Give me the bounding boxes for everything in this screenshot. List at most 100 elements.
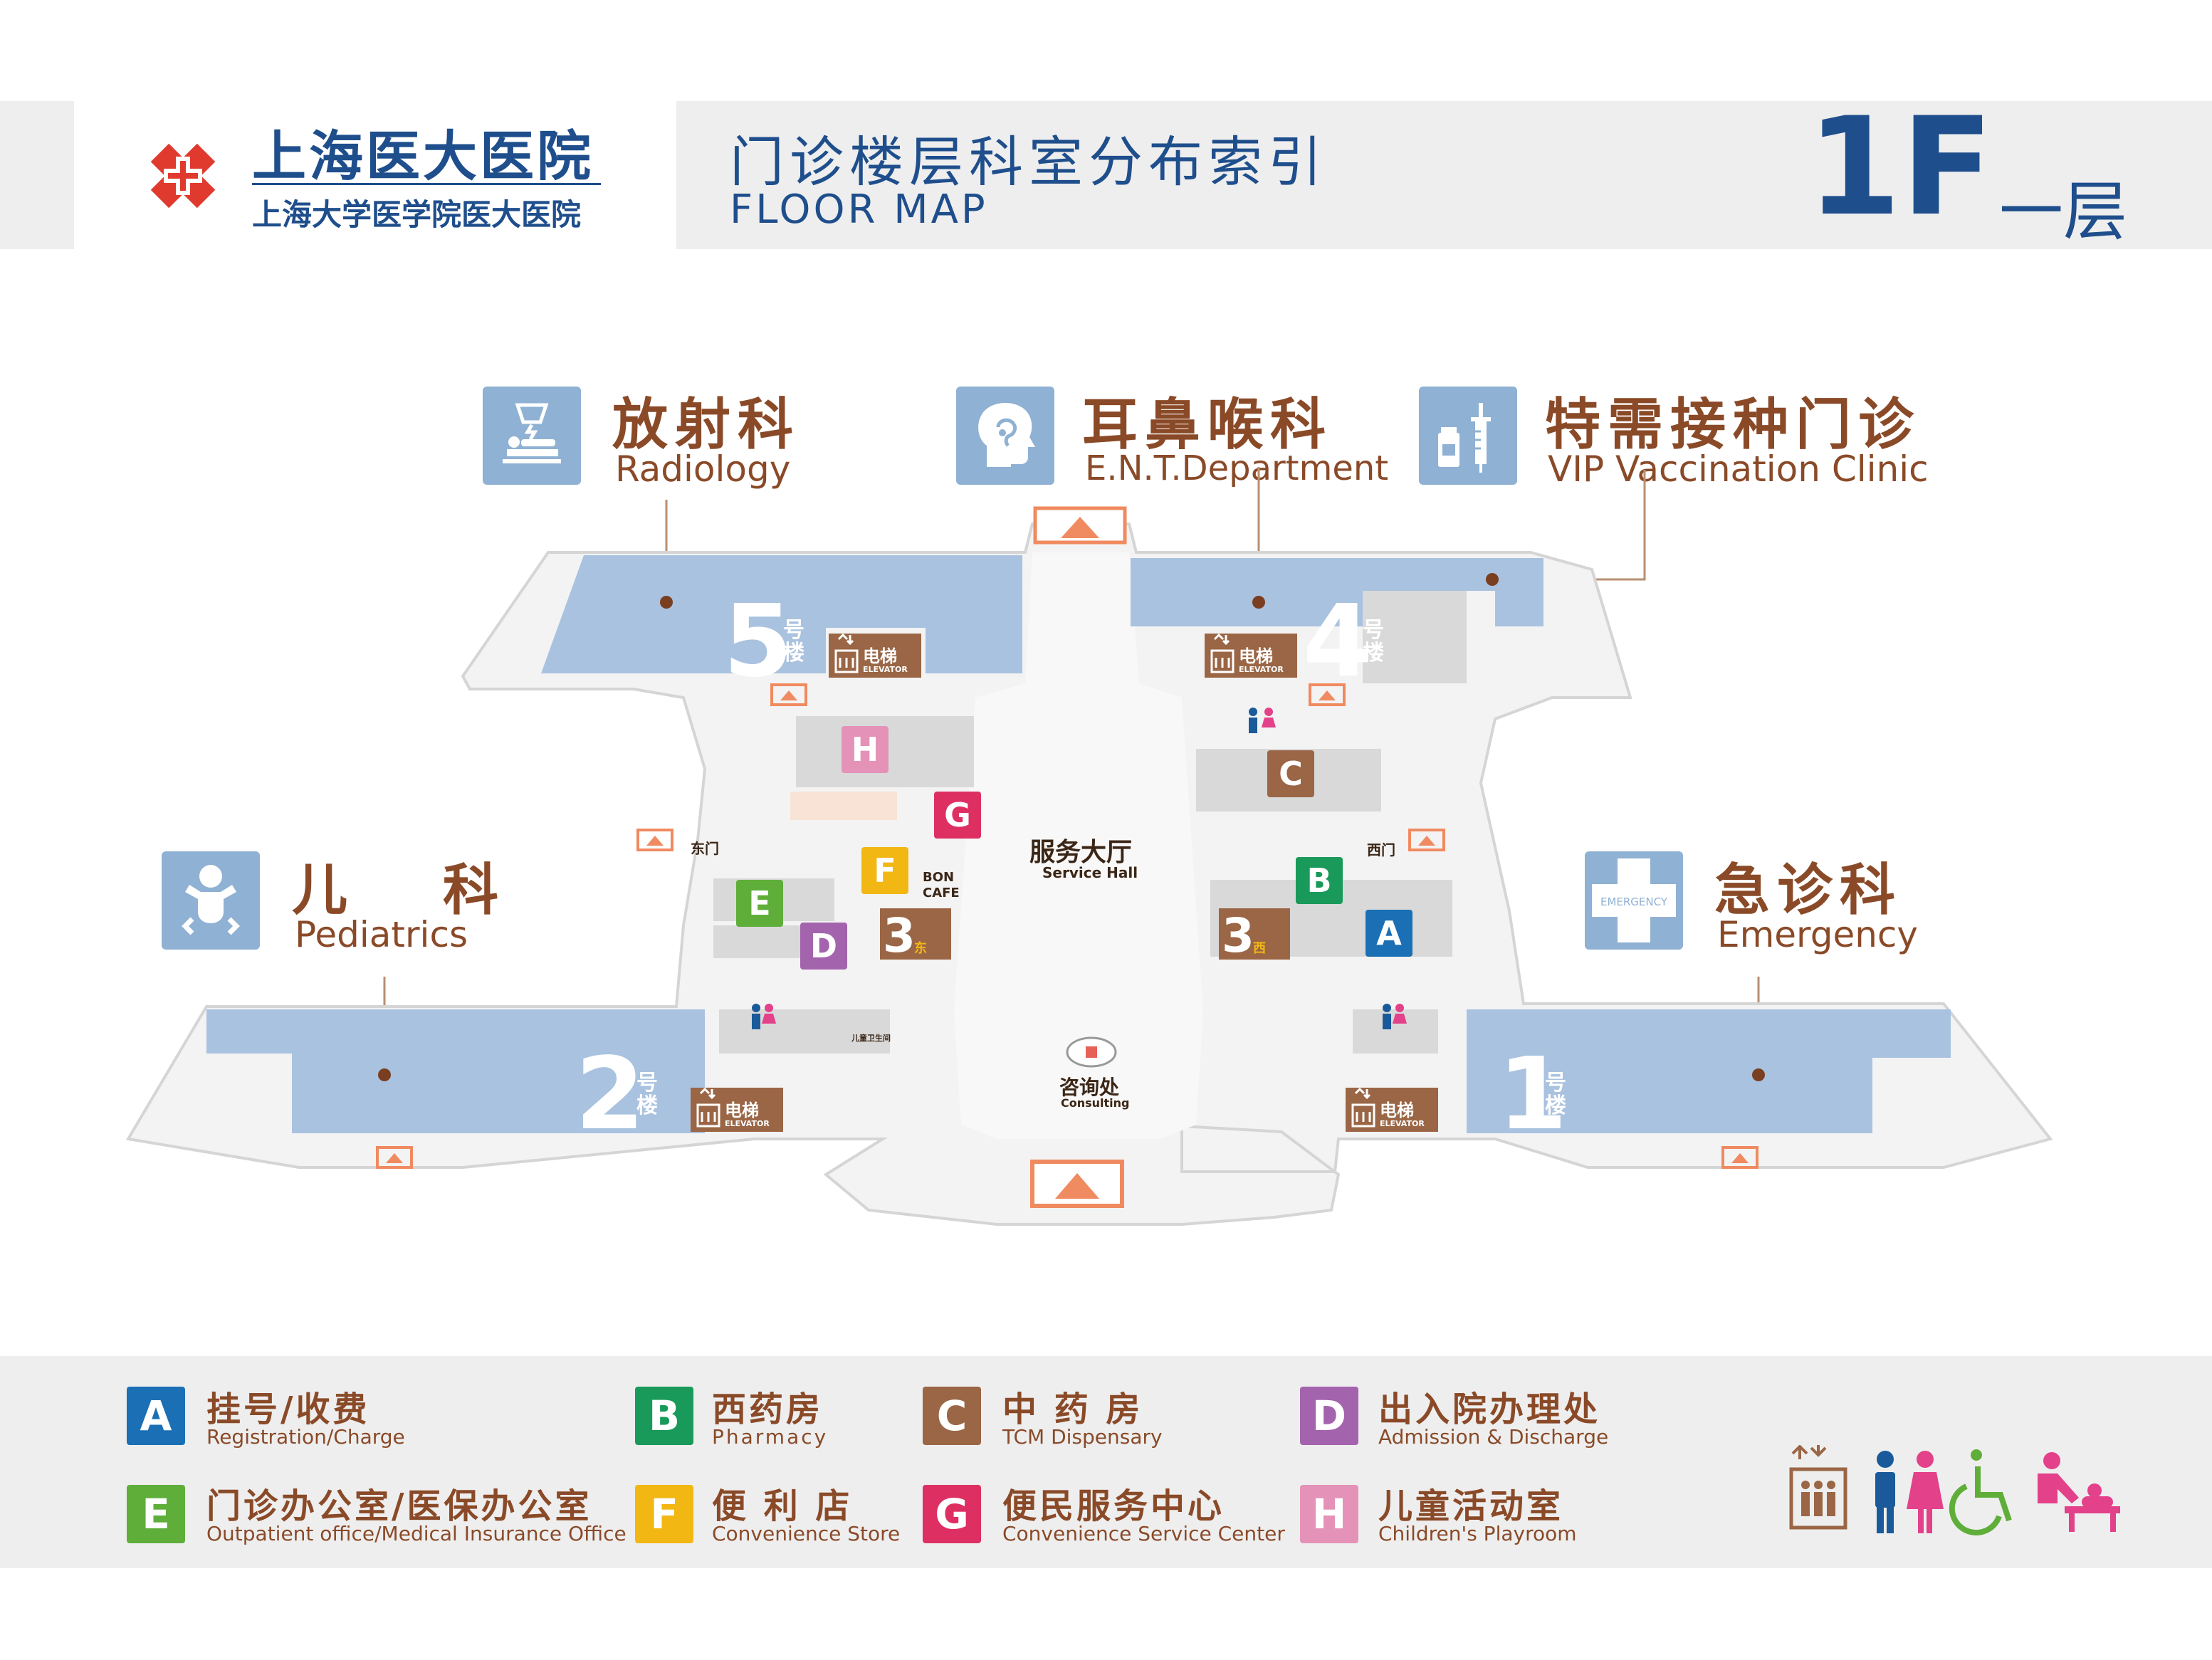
stairs-west-block [1219, 908, 1290, 960]
elevator-5-label-en: ELEVATOR [863, 665, 908, 674]
legend-label-b: 西药房 [712, 1390, 824, 1429]
legend-badge-e: E [127, 1485, 185, 1543]
elevator-2-label-en: ELEVATOR [725, 1119, 770, 1128]
elevator-icon [1789, 1445, 1847, 1530]
service-hall-label: 服务大厅 [1029, 838, 1133, 867]
legend-badge-d: D [1300, 1387, 1358, 1445]
building-2-block [206, 1009, 705, 1133]
building-1-block [1467, 1009, 1951, 1133]
ent-head-icon [956, 387, 1054, 485]
floor-label-cn: 一层 [1999, 174, 2127, 249]
legend-label-d: 出入院办理处 [1378, 1390, 1601, 1429]
building-4-number: 4 [1303, 584, 1373, 700]
map-badge-a: A [1366, 910, 1412, 957]
hospital-name-divider [252, 183, 601, 185]
restroom-icon [752, 708, 1407, 1029]
header-title-band [676, 101, 2212, 249]
vip-label-en: VIP Vaccination Clinic [1548, 448, 1929, 490]
legend-label-b-en: Pharmacy [712, 1425, 829, 1449]
elevator-4-label-en: ELEVATOR [1239, 665, 1284, 674]
elevator-1-label: 电梯 [1380, 1100, 1414, 1120]
building-1-suffix: 号楼 [1545, 1071, 1566, 1118]
legend-label-c: 中 药 房 [1002, 1390, 1143, 1429]
pediatrics-label-cn: 儿 科 [292, 858, 519, 923]
map-badge-g: G [934, 792, 981, 839]
service-hall-area [954, 552, 1203, 1139]
service-hall-label-en: Service Hall [1042, 864, 1138, 881]
vip-label-cn: 特需接种门诊 [1545, 393, 1922, 457]
male-restroom-icon [1875, 1451, 1895, 1533]
stairs-west-number: 3 [1222, 908, 1254, 963]
legend-label-c-en: TCM Dispensary [1002, 1425, 1163, 1449]
location-dots [378, 573, 1765, 1081]
legend-label-a-en: Registration/Charge [206, 1425, 405, 1449]
building-2-suffix: 号楼 [636, 1071, 658, 1118]
east-gate-label: 东门 [691, 840, 719, 857]
radiology-label-en: Radiology [615, 448, 791, 490]
radiology-label-cn: 放射科 [612, 393, 801, 457]
building-2-number: 2 [575, 1036, 645, 1152]
accessible-icon [1949, 1449, 2012, 1536]
pediatrics-label-en: Pediatrics [295, 914, 468, 955]
legend-label-h: 儿童活动室 [1378, 1486, 1564, 1526]
map-subtitle: FLOOR MAP [730, 187, 988, 233]
legend-label-f-en: Convenience Store [712, 1522, 901, 1545]
elevator-2-label: 电梯 [725, 1100, 759, 1120]
legend-label-g-en: Convenience Service Center [1002, 1522, 1285, 1545]
map-badge-c: C [1267, 750, 1314, 797]
consulting-label-en: Consulting [1061, 1096, 1130, 1110]
vaccine-icon [1419, 387, 1517, 485]
building-5-suffix: 号楼 [783, 618, 804, 666]
stairs-west-label: 西 [1253, 941, 1266, 956]
map-badge-h: H [842, 726, 889, 773]
stairs-east-number: 3 [883, 908, 916, 963]
header-left-band [0, 101, 74, 249]
legend-badge-c: C [923, 1387, 981, 1445]
legend-badge-b: B [635, 1387, 693, 1445]
entrance-markers [376, 506, 1758, 1208]
legend-badge-h: H [1300, 1485, 1358, 1543]
cafe-label: BON CAFE [923, 870, 960, 900]
legend-label-d-en: Admission & Discharge [1378, 1425, 1609, 1449]
stairs-east-label: 东 [914, 941, 927, 956]
baby-care-icon [2038, 1452, 2120, 1532]
female-restroom-icon [1907, 1451, 1944, 1533]
legend-label-h-en: Children's Playroom [1378, 1522, 1577, 1545]
building-1-number: 1 [1498, 1036, 1568, 1152]
legend-badge-g: G [923, 1485, 981, 1543]
stairs-east-block [880, 908, 951, 960]
building-4-suffix: 号楼 [1363, 618, 1384, 666]
ent-label-cn: 耳鼻喉科 [1082, 393, 1333, 457]
kids-restroom-label: 儿童卫生间 [851, 1034, 891, 1043]
map-badge-b: B [1296, 857, 1343, 904]
legend-label-f: 便 利 店 [712, 1486, 853, 1526]
building-4-room [1363, 591, 1467, 683]
hospital-name: 上海医大医院 [252, 125, 594, 188]
emergency-icon-text: EMERGENCY [1600, 895, 1668, 908]
building-5-number: 5 [723, 584, 793, 700]
map-badge-f: F [861, 847, 908, 894]
legend-label-e: 门诊办公室/医保办公室 [206, 1486, 592, 1526]
hospital-subname: 上海大学医学院医大医院 [252, 197, 582, 232]
legend-badge-a: A [127, 1387, 185, 1445]
elevator-1-label-en: ELEVATOR [1380, 1119, 1425, 1128]
hospital-logo-icon [150, 143, 216, 209]
map-badge-d: D [800, 923, 847, 970]
floor-number: 1F [1807, 88, 1993, 246]
emergency-cross-icon: EMERGENCY [1585, 851, 1683, 950]
west-gate-label: 西门 [1367, 841, 1395, 858]
baby-icon [162, 851, 260, 950]
legend-panel [0, 1356, 2212, 1568]
legend-facility-icons [1789, 1445, 2120, 1536]
legend-label-g: 便民服务中心 [1002, 1486, 1225, 1526]
emergency-label-en: Emergency [1717, 914, 1919, 955]
elevator-5-label: 电梯 [863, 646, 897, 666]
legend-label-a: 挂号/收费 [206, 1390, 370, 1429]
consulting-desk-icon [1066, 1036, 1117, 1068]
radiology-icon [483, 387, 581, 485]
emergency-label-cn: 急诊科 [1714, 858, 1903, 923]
ent-label-en: E.N.T.Department [1085, 448, 1389, 488]
elevator-4-label: 电梯 [1239, 646, 1273, 666]
map-badge-e: E [736, 880, 783, 927]
